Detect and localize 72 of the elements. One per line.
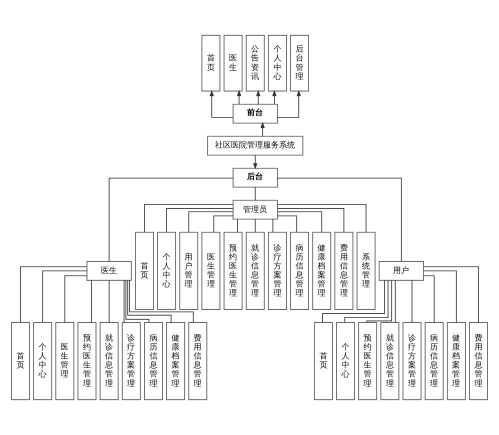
connector [125, 280, 150, 323]
node-box: 社区医院管理服务系统 [207, 136, 304, 156]
connector [127, 280, 172, 323]
connector [91, 280, 92, 323]
connector [277, 204, 366, 233]
connector [64, 275, 88, 323]
node-box: 系统管理 [356, 232, 376, 310]
node-box: 医生 [86, 261, 132, 281]
connector [42, 270, 88, 323]
node-box: 健康档案管理 [446, 322, 466, 400]
connector [277, 215, 298, 232]
node-box: 医生管理 [201, 232, 220, 310]
node-box: 费用信息管理 [469, 322, 488, 400]
arrow [210, 90, 234, 118]
connector [423, 266, 479, 323]
arrow [272, 90, 277, 105]
node-box: 医生管理 [55, 322, 74, 400]
node-box: 费用信息管理 [188, 322, 208, 400]
connector [166, 208, 234, 232]
arrow [260, 122, 265, 136]
node-box: 健康档案管理 [166, 322, 186, 400]
connector [20, 266, 88, 323]
connector [423, 270, 457, 323]
connector [322, 280, 385, 323]
connector [366, 280, 392, 323]
node-box: 诊疗方案管理 [402, 322, 422, 400]
node-box: 病历信息管理 [424, 322, 444, 400]
node-box: 预约医生管理 [224, 232, 243, 310]
connector [254, 218, 256, 233]
node-box: 诊疗方案管理 [268, 232, 287, 310]
node-box: 首页 [11, 322, 30, 400]
connector [254, 187, 256, 201]
arrow [277, 90, 301, 118]
node-box: 首页 [201, 34, 220, 92]
node-box: 就诊信息管理 [246, 232, 265, 310]
node-box: 预约医生管理 [78, 322, 96, 400]
connector [144, 204, 234, 233]
connector [277, 178, 402, 262]
node-box: 就诊信息管理 [380, 322, 400, 400]
connector [277, 208, 344, 232]
node-box: 用户管理 [179, 232, 198, 310]
node-box: 管理员 [232, 200, 278, 220]
arrow [236, 90, 242, 105]
node-box: 费用信息管理 [334, 232, 354, 310]
node-box: 首页 [314, 322, 333, 400]
connector [213, 215, 234, 232]
node-box: 预约医生管理 [358, 322, 378, 400]
node-box: 个人中心 [157, 232, 176, 310]
connector [394, 280, 396, 323]
node-box: 后台管理 [290, 34, 309, 92]
connector [108, 280, 110, 323]
node-box: 病历信息管理 [144, 322, 163, 400]
node-box: 首页 [135, 232, 154, 310]
connector [237, 218, 238, 233]
connector [108, 178, 234, 262]
node-box: 前台 [232, 104, 278, 124]
node-box: 个人中心 [268, 34, 287, 92]
node-box: 公告资讯 [246, 34, 265, 92]
node-box: 健康档案管理 [312, 232, 332, 310]
connector [423, 275, 435, 323]
connector [188, 211, 234, 232]
node-box: 个人中心 [336, 322, 355, 400]
connector [277, 211, 322, 232]
node-box: 后台 [232, 168, 278, 188]
node-box: 医生 [224, 34, 243, 92]
node-box: 就诊信息管理 [100, 322, 119, 400]
node-box: 用户 [378, 261, 424, 281]
node-box: 诊疗方案管理 [122, 322, 141, 400]
connector [272, 218, 274, 233]
node-box: 病历信息管理 [290, 232, 309, 310]
connector [344, 280, 388, 323]
node-box: 个人中心 [33, 322, 52, 400]
